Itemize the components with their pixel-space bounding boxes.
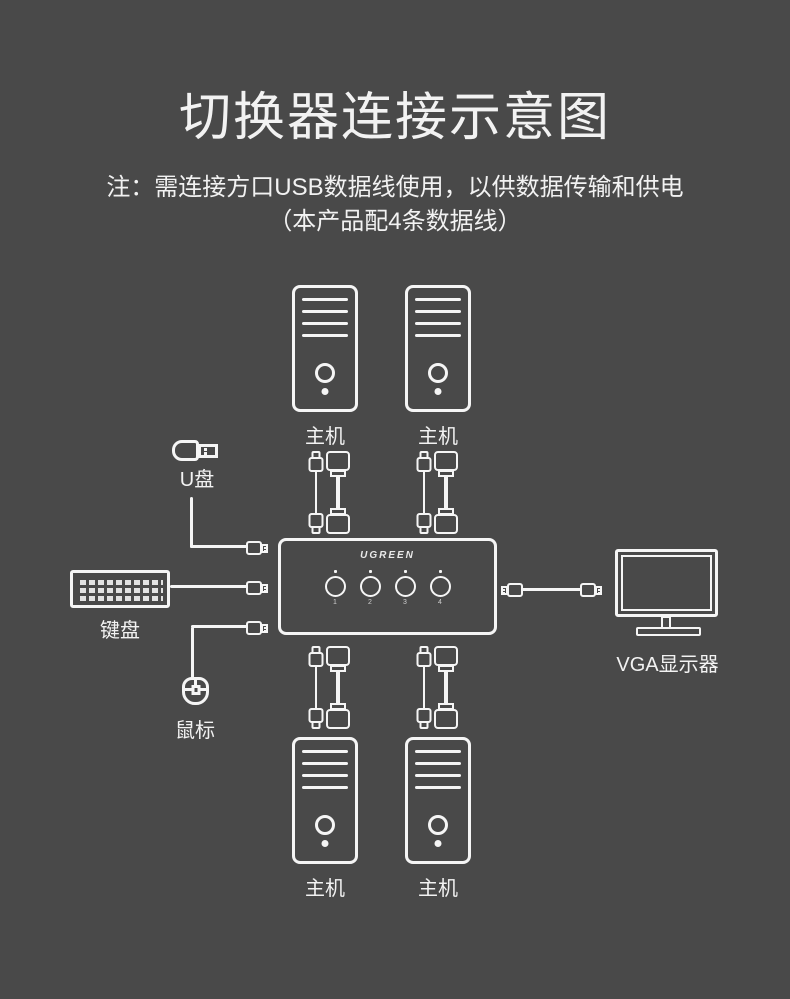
computer-tower-icon [405,285,471,412]
mouse-wire [191,625,248,628]
tower-vent [415,750,461,753]
tower-vent [302,298,348,301]
port-led-icon [368,570,372,573]
port-button-1: 1 [318,570,352,606]
computer-tower-icon [292,737,358,864]
tower-vent [302,310,348,313]
tower-vent [302,334,348,337]
usb-cable-icon [416,646,432,729]
usb-plug-icon [501,583,523,597]
vga-cable-icon [434,451,458,534]
monitor-label: VGA显示器 [616,654,719,676]
computer-label: 主机 [418,426,458,448]
usb-cable-icon [416,451,432,534]
tower-vent [302,322,348,325]
port-button-icon [359,576,381,597]
tower-vent [302,750,348,753]
power-button-icon [428,815,448,835]
power-led-icon [434,840,442,847]
tower-vent [415,774,461,777]
computer-label: 主机 [305,426,345,448]
tower-vent [415,298,461,301]
port-button-icon [394,576,416,597]
port-led-icon [403,570,407,573]
mouse-divider [194,680,197,688]
usb-cable-icon [308,451,324,534]
usb-drive-plug-icon [198,444,218,458]
note-line-2: （本产品配4条数据线） [268,208,522,235]
tower-vent [302,762,348,765]
tower-vent [302,786,348,789]
port-button-3: 3 [388,570,422,606]
usb-cable-icon [308,646,324,729]
port-button-icon [324,576,346,597]
usb-plug-icon [246,621,268,635]
port-number: 2 [368,599,372,606]
usb-drive-label: U盘 [179,469,215,491]
tower-vent [415,762,461,765]
port-number: 3 [403,599,407,606]
port-button-icon [429,576,451,597]
power-button-icon [315,815,335,835]
mouse-scroll-wheel [191,685,200,695]
port-led-icon [438,570,442,573]
tower-vent [415,334,461,337]
power-button-icon [315,363,335,383]
port-led-icon [333,570,337,573]
port-button-2: 2 [353,570,387,606]
keyboard-icon [70,570,170,608]
usb-drive-wire [190,497,193,548]
vga-cable-icon [326,646,350,729]
computer-label: 主机 [418,878,458,900]
port-number: 1 [333,599,337,606]
keyboard-label: 键盘 [100,620,140,642]
tower-vent [302,774,348,777]
mouse-icon [182,677,209,705]
usb-drive-wire [190,545,248,548]
keyboard-wire [170,585,248,588]
power-led-icon [321,388,329,395]
usb-plug-icon [246,541,268,555]
usb-drive-icon [172,440,199,461]
vga-cable-icon [326,451,350,534]
usb-plug-icon [246,581,268,595]
port-number: 4 [438,599,442,606]
brand-logo: UGREEN [360,550,415,561]
tower-vent [415,310,461,313]
usb-plug-icon [580,583,602,597]
mouse-wire [191,627,194,678]
port-button-4: 4 [423,570,457,606]
note-line-1: 注：需连接方口USB数据线使用，以供数据传输和供电 [106,174,684,201]
page-title: 切换器连接示意图 [178,89,611,147]
mouse-label: 鼠标 [175,720,215,742]
monitor-screen [621,555,712,611]
keyboard-keys [77,577,163,601]
monitor-wire [521,588,582,591]
power-led-icon [321,840,329,847]
monitor-icon [615,549,718,617]
tower-vent [415,322,461,325]
computer-label: 主机 [305,878,345,900]
monitor-base [636,627,701,636]
tower-vent [415,786,461,789]
computer-tower-icon [405,737,471,864]
power-button-icon [428,363,448,383]
kvm-switch-icon: UGREEN 1 2 3 4 [278,538,497,635]
computer-tower-icon [292,285,358,412]
power-led-icon [434,388,442,395]
vga-cable-icon [434,646,458,729]
